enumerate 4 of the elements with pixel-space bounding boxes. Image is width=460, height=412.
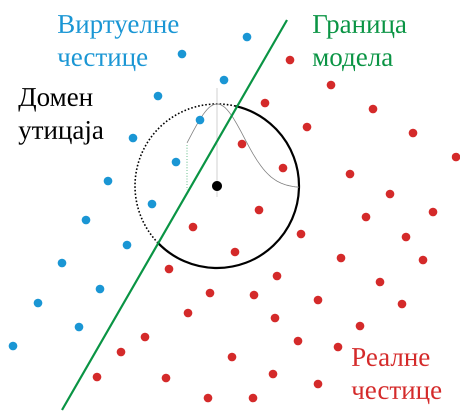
- label-text: Реалне честице: [352, 348, 442, 404]
- label-text: Виртуелне честице: [58, 15, 178, 72]
- label-text: Граница модела: [312, 15, 407, 72]
- label-text: Домен утицаја: [18, 88, 104, 145]
